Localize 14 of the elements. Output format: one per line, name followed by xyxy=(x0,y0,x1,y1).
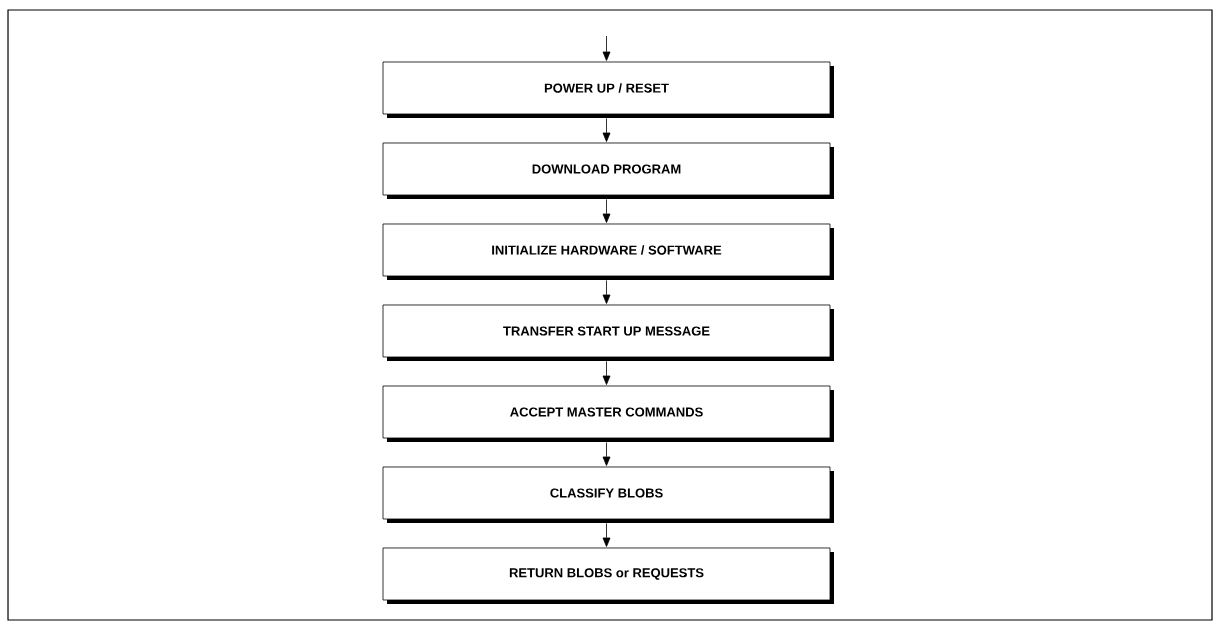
process-box: INITIALIZE HARDWARE / SOFTWARE xyxy=(382,223,834,280)
process-box: RETURN BLOBS or REQUESTS xyxy=(382,547,834,604)
arrow xyxy=(602,35,611,61)
process-box: CLASSIFY BLOBS xyxy=(382,466,834,523)
process-box: DOWNLOAD PROGRAM xyxy=(382,142,834,199)
arrow xyxy=(602,523,611,547)
process-box: ACCEPT MASTER COMMANDS xyxy=(382,385,834,442)
process-box: TRANSFER START UP MESSAGE xyxy=(382,304,834,361)
arrow xyxy=(602,361,611,385)
arrow xyxy=(602,199,611,223)
arrow xyxy=(602,118,611,142)
process-box: POWER UP / RESET xyxy=(382,61,834,118)
arrow xyxy=(602,280,611,304)
arrow xyxy=(602,442,611,466)
